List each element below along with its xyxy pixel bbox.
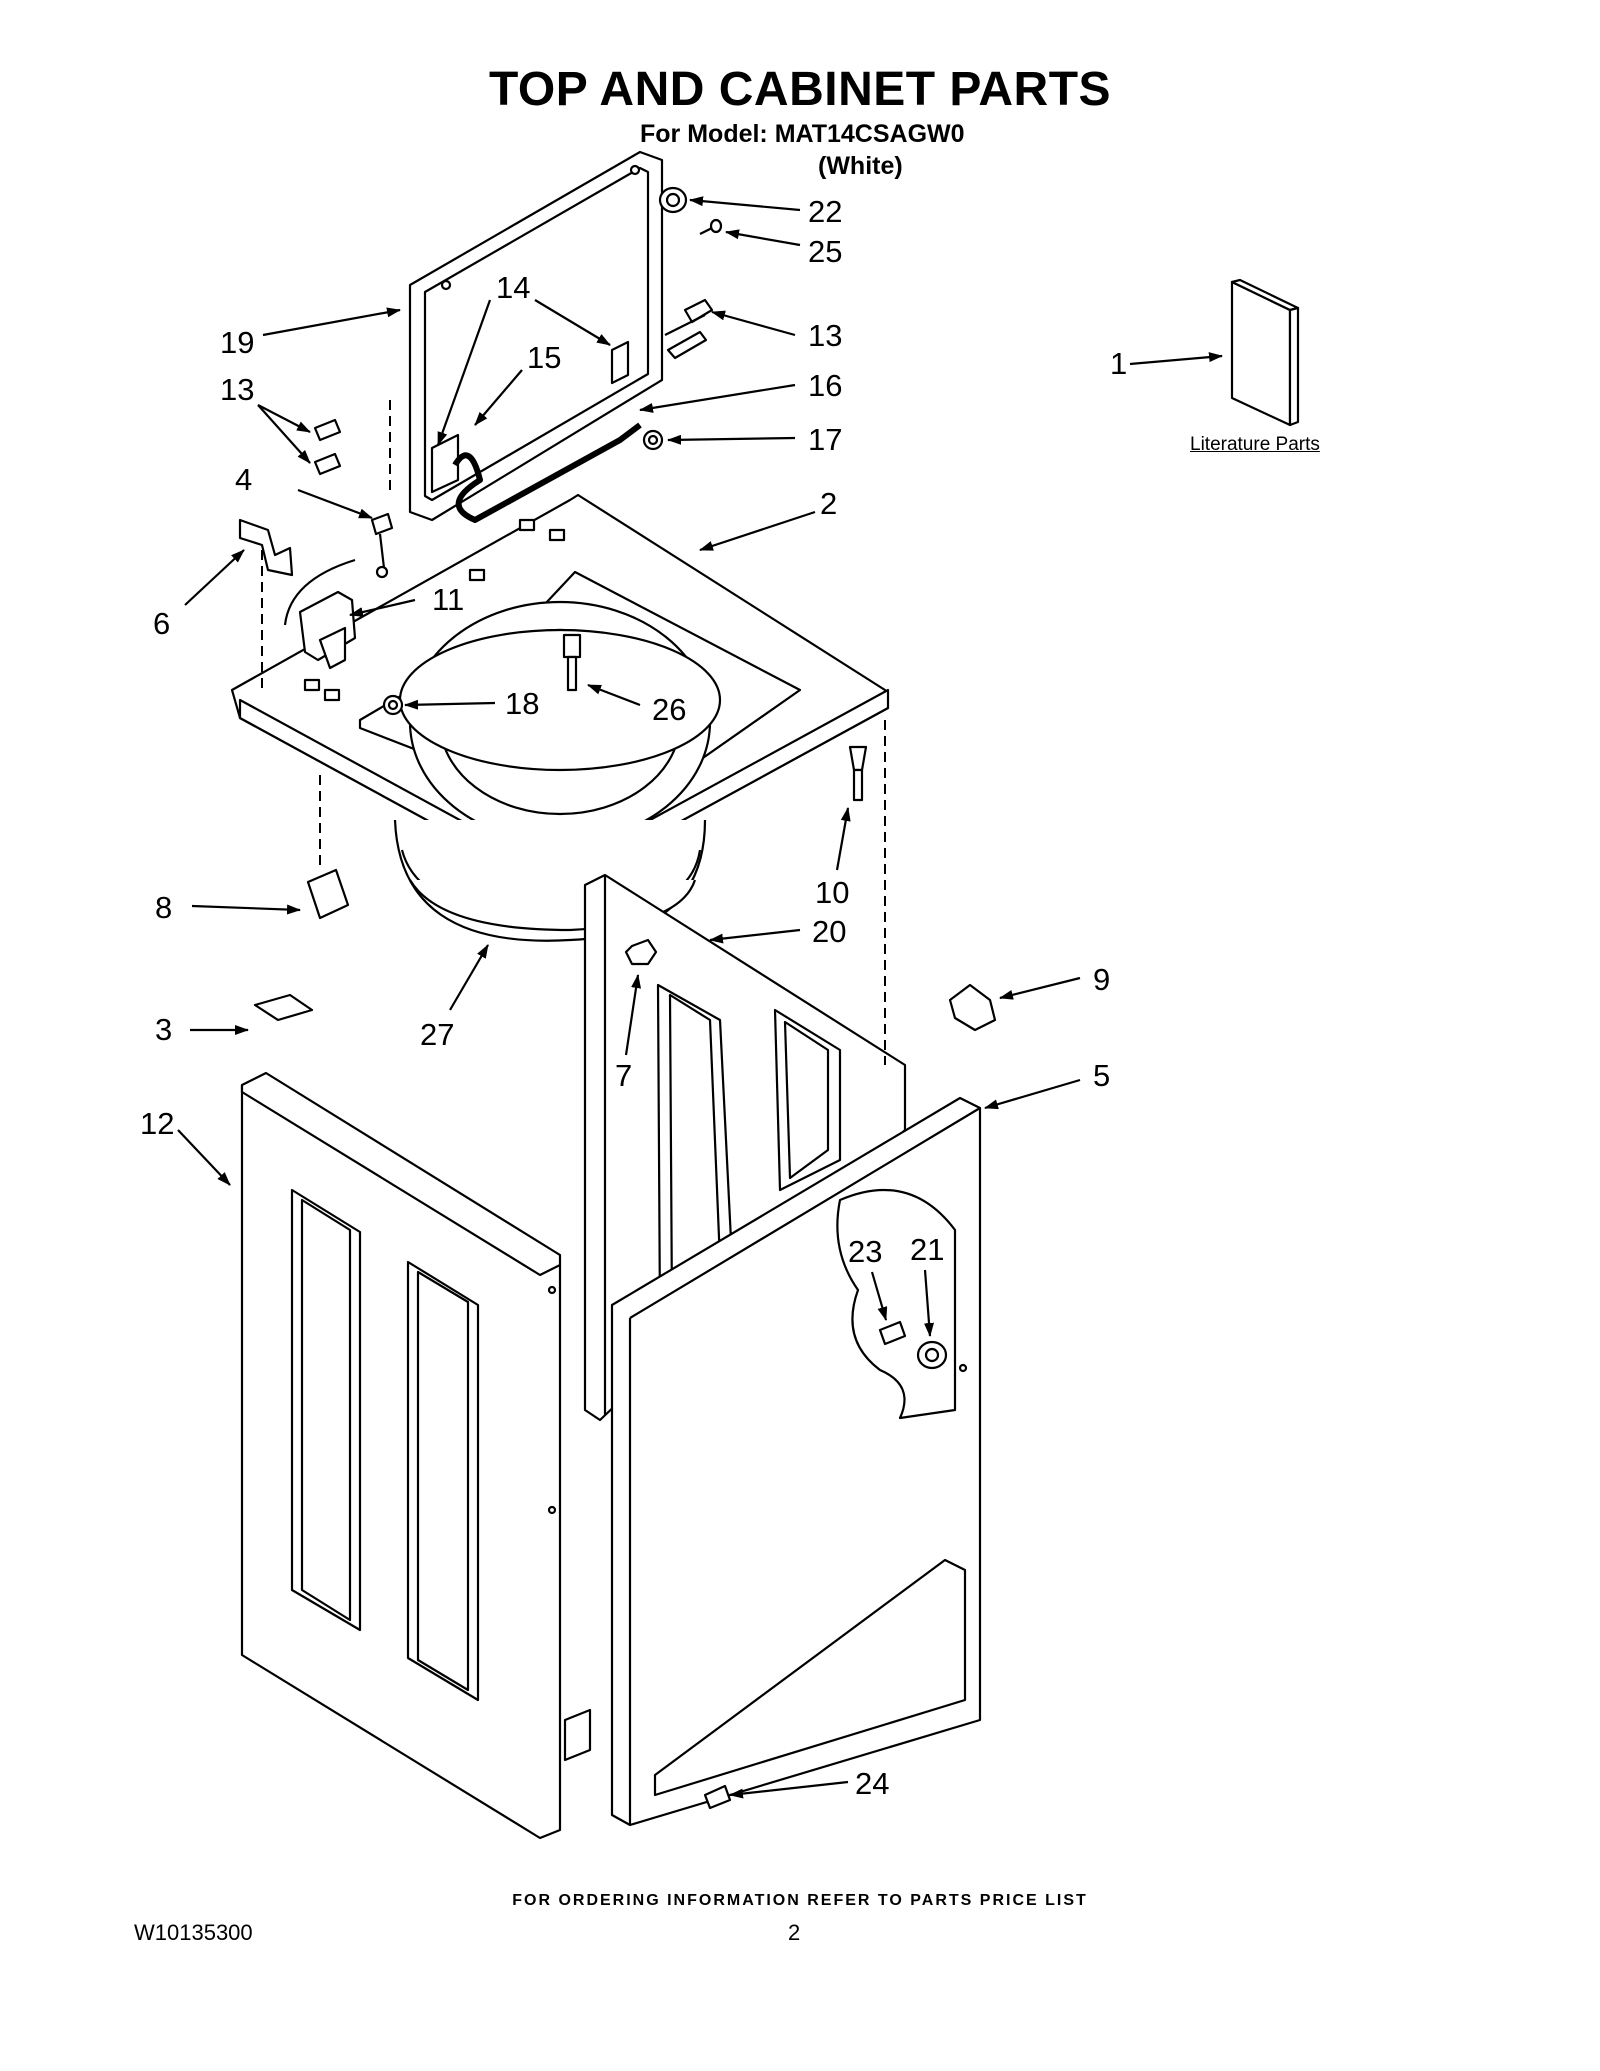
leader-13a xyxy=(257,404,311,433)
leader-7 xyxy=(624,974,642,1056)
leader-9 xyxy=(999,976,1081,1000)
cabinet-screw-24 xyxy=(703,1784,732,1810)
cabinet-front-panel xyxy=(610,1096,982,1827)
leader-19 xyxy=(262,307,401,337)
callout-8: 8 xyxy=(155,890,172,925)
callout-18: 18 xyxy=(505,686,539,721)
lid-switch xyxy=(283,558,357,670)
bumper-pin xyxy=(699,218,723,235)
leader-10 xyxy=(835,807,851,871)
leader-27 xyxy=(449,944,489,1011)
model-variant: (White) xyxy=(818,152,903,180)
top-panel xyxy=(230,493,890,892)
leader-20 xyxy=(709,928,801,944)
leader-5 xyxy=(984,1078,1081,1110)
callout-6: 6 xyxy=(153,606,170,641)
leader-14b xyxy=(534,299,611,346)
leader-13c xyxy=(711,310,796,337)
callout-19: 19 xyxy=(220,325,254,360)
literature-parts-label: Literature Parts xyxy=(1190,434,1320,455)
callout-11: 11 xyxy=(432,582,464,617)
callout-15: 15 xyxy=(527,340,561,375)
callout-26: 26 xyxy=(652,692,686,727)
leader-15 xyxy=(474,369,523,426)
leader-14a xyxy=(436,299,492,446)
callout-3: 3 xyxy=(155,1012,172,1047)
leader-16 xyxy=(639,383,796,413)
cabinet-latch xyxy=(306,868,350,920)
rear-grommet xyxy=(624,938,658,966)
ordering-note: FOR ORDERING INFORMATION REFER TO PARTS … xyxy=(512,1892,1088,1909)
callout-1: 1 xyxy=(1110,346,1127,381)
leader-23 xyxy=(870,1271,888,1321)
leader-6 xyxy=(184,549,245,606)
callout-7: 7 xyxy=(615,1058,632,1093)
hinge-screws-left xyxy=(313,418,342,476)
panel-clip xyxy=(948,983,997,1032)
lid-hinge xyxy=(430,340,630,494)
leader-24 xyxy=(729,1780,849,1799)
callout-9: 9 xyxy=(1093,962,1110,997)
leveling-leg xyxy=(848,745,868,802)
callout-27: 27 xyxy=(420,1017,454,1052)
drain-grommet xyxy=(382,694,404,716)
lid-hinge-rod xyxy=(452,422,642,523)
callout-12: 12 xyxy=(140,1106,174,1141)
leader-18 xyxy=(404,699,496,710)
leader-26 xyxy=(587,683,641,707)
callout-13-right: 13 xyxy=(808,318,842,353)
leader-13b xyxy=(257,404,311,464)
callout-13-left: 13 xyxy=(220,372,254,407)
leader-21 xyxy=(923,1269,935,1337)
lid-switch-bracket xyxy=(238,518,294,577)
callout-22: 22 xyxy=(808,194,842,229)
leader-12 xyxy=(177,1129,231,1186)
lid-bumper xyxy=(658,186,688,214)
leader-17 xyxy=(667,434,796,445)
literature-booklet xyxy=(1230,278,1300,427)
leader-25 xyxy=(725,229,801,247)
leader-11 xyxy=(349,598,416,617)
callout-23: 23 xyxy=(848,1234,882,1269)
callout-10: 10 xyxy=(815,875,849,910)
leader-4 xyxy=(297,488,373,520)
model-line: For Model: MAT14CSAGW0 xyxy=(640,120,965,148)
hinge-bushing xyxy=(642,429,664,451)
callout-16: 16 xyxy=(808,368,842,403)
callout-24: 24 xyxy=(855,1766,889,1801)
leader-8 xyxy=(191,904,301,915)
callout-5: 5 xyxy=(1093,1058,1110,1093)
tub-ring-bolt xyxy=(562,633,582,692)
page-title: TOP AND CABINET PARTS xyxy=(488,63,1112,116)
cabinet-left-panel xyxy=(240,1071,592,1840)
callout-25: 25 xyxy=(808,234,842,269)
leader-22 xyxy=(689,196,801,212)
cabinet-bushing-21 xyxy=(916,1340,948,1370)
leader-1 xyxy=(1129,352,1223,366)
callout-17: 17 xyxy=(808,422,842,457)
callout-2: 2 xyxy=(820,486,837,521)
callout-14: 14 xyxy=(496,270,530,305)
callout-4: 4 xyxy=(235,462,252,497)
leader-2 xyxy=(699,510,816,552)
document-id: W10135300 xyxy=(134,1920,253,1945)
callout-20: 20 xyxy=(812,914,846,949)
cabinet-screw-23 xyxy=(878,1320,907,1346)
top-screw-4 xyxy=(370,512,394,579)
page-number: 2 xyxy=(788,1920,801,1945)
callout-21: 21 xyxy=(910,1232,944,1267)
hinge-screws-right xyxy=(664,298,714,360)
cabinet-spacer xyxy=(253,993,314,1022)
